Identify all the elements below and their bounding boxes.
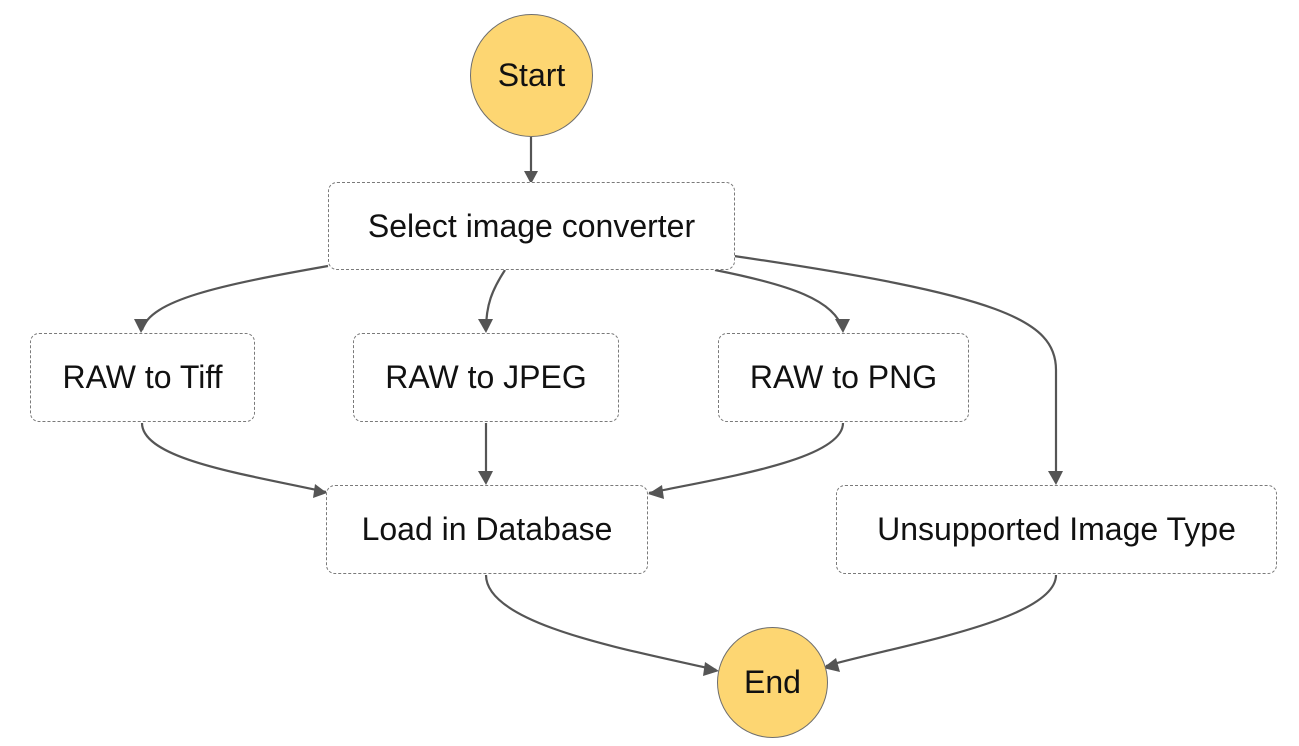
state-unsupported-image-type[interactable]: Unsupported Image Type <box>836 485 1277 574</box>
arrowhead-end-from-load <box>703 662 719 676</box>
state-raw-to-jpeg[interactable]: RAW to JPEG <box>353 333 619 422</box>
start-node: Start <box>470 14 593 137</box>
edge-select-to-tiff <box>140 264 329 331</box>
state-label: RAW to Tiff <box>62 359 223 395</box>
state-label: Select image converter <box>367 207 696 244</box>
edge-select-to-png <box>714 268 845 331</box>
state-label: Unsupported Image Type <box>877 511 1236 547</box>
state-label: RAW to JPEG <box>385 359 587 395</box>
arrowhead-end-from-unsupported <box>823 658 840 672</box>
state-label: RAW to PNG <box>749 359 938 395</box>
arrowhead-select <box>524 171 538 184</box>
state-label: Load in Database <box>361 511 613 547</box>
arrowhead-tiff <box>134 319 149 333</box>
arrowhead-png <box>835 319 850 333</box>
edge-select-to-unsupported <box>733 254 1058 482</box>
state-raw-to-tiff[interactable]: RAW to Tiff <box>30 333 255 422</box>
edge-unsupported-to-end <box>825 574 1058 668</box>
edge-png-to-load <box>648 422 845 495</box>
end-node: End <box>717 627 828 738</box>
state-raw-to-png[interactable]: RAW to PNG <box>718 333 969 422</box>
end-label: End <box>744 664 801 700</box>
state-select-image-converter[interactable]: Select image converter <box>328 182 735 270</box>
arrowhead-load-from-png <box>648 485 664 499</box>
edge-load-to-end <box>484 574 717 672</box>
arrowhead-load-from-jpeg <box>478 471 493 485</box>
start-label: Start <box>497 57 566 93</box>
arrowhead-load-from-tiff <box>313 484 327 498</box>
edge-tiff-to-load <box>140 422 327 494</box>
state-load-in-database[interactable]: Load in Database <box>326 485 648 574</box>
arrowhead-jpeg <box>478 319 493 333</box>
arrowhead-unsupported <box>1048 471 1063 485</box>
